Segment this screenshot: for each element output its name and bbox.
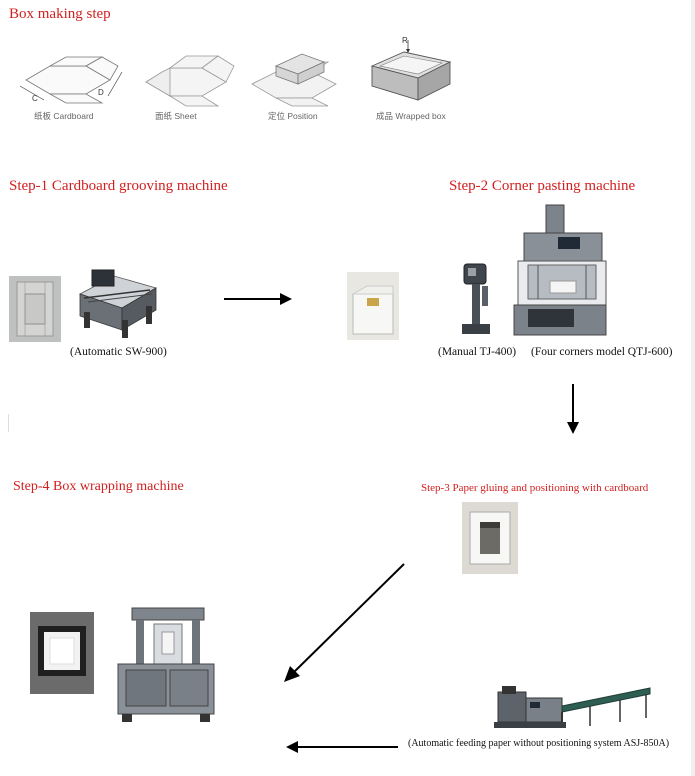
wrapped-box-diagram xyxy=(370,40,452,101)
step2-caption-auto: (Four corners model QTJ-600) xyxy=(531,346,673,358)
step2-caption-manual: (Manual TJ-400) xyxy=(438,346,517,358)
cardboard-photo xyxy=(9,276,61,342)
manual-machine-tj400 xyxy=(462,263,490,334)
grooving-machine-sw900 xyxy=(78,269,158,338)
arrow-step1-to-step2 xyxy=(224,293,292,305)
sheet-diagram xyxy=(145,55,235,107)
position-diagram xyxy=(251,53,337,107)
corner-pasted-box-photo xyxy=(347,272,399,340)
cardboard-diagram xyxy=(19,56,123,104)
wrapped-box-photo xyxy=(30,612,94,694)
step1-title: Step-1 Cardboard grooving machine xyxy=(9,178,228,194)
position-caption: 定位 Position xyxy=(268,111,318,121)
arrow-step3-to-step4 xyxy=(284,563,405,682)
step3-caption: (Automatic feeding paper without positio… xyxy=(408,738,670,749)
step1-caption: (Automatic SW-900) xyxy=(70,346,167,358)
cardboard-caption: 纸板 Cardboard xyxy=(34,111,94,121)
scrollbar[interactable] xyxy=(691,0,695,776)
step4-title: Step-4 Box wrapping machine xyxy=(13,479,184,494)
page-title: Box making step xyxy=(9,6,111,22)
step2-title: Step-2 Corner pasting machine xyxy=(449,178,636,194)
sheet-caption: 面纸 Sheet xyxy=(155,111,197,121)
paper-gluing-photo xyxy=(462,502,518,574)
paper-gluing-machine-asj850a xyxy=(494,686,651,728)
page-divider xyxy=(8,414,9,432)
dimension-r-label: R xyxy=(402,36,408,45)
dimension-d-label: D xyxy=(98,88,104,97)
step3-title: Step-3 Paper gluing and positioning with… xyxy=(421,482,649,494)
four-corner-machine-qtj600 xyxy=(513,204,607,336)
dimension-c-label: C xyxy=(32,94,38,103)
arrow-step3-machine-to-step4 xyxy=(286,741,398,753)
box-wrapping-machine xyxy=(117,607,215,722)
wrapped-box-caption: 成品 Wrapped box xyxy=(376,111,446,121)
arrow-step2-to-step3 xyxy=(567,384,579,434)
